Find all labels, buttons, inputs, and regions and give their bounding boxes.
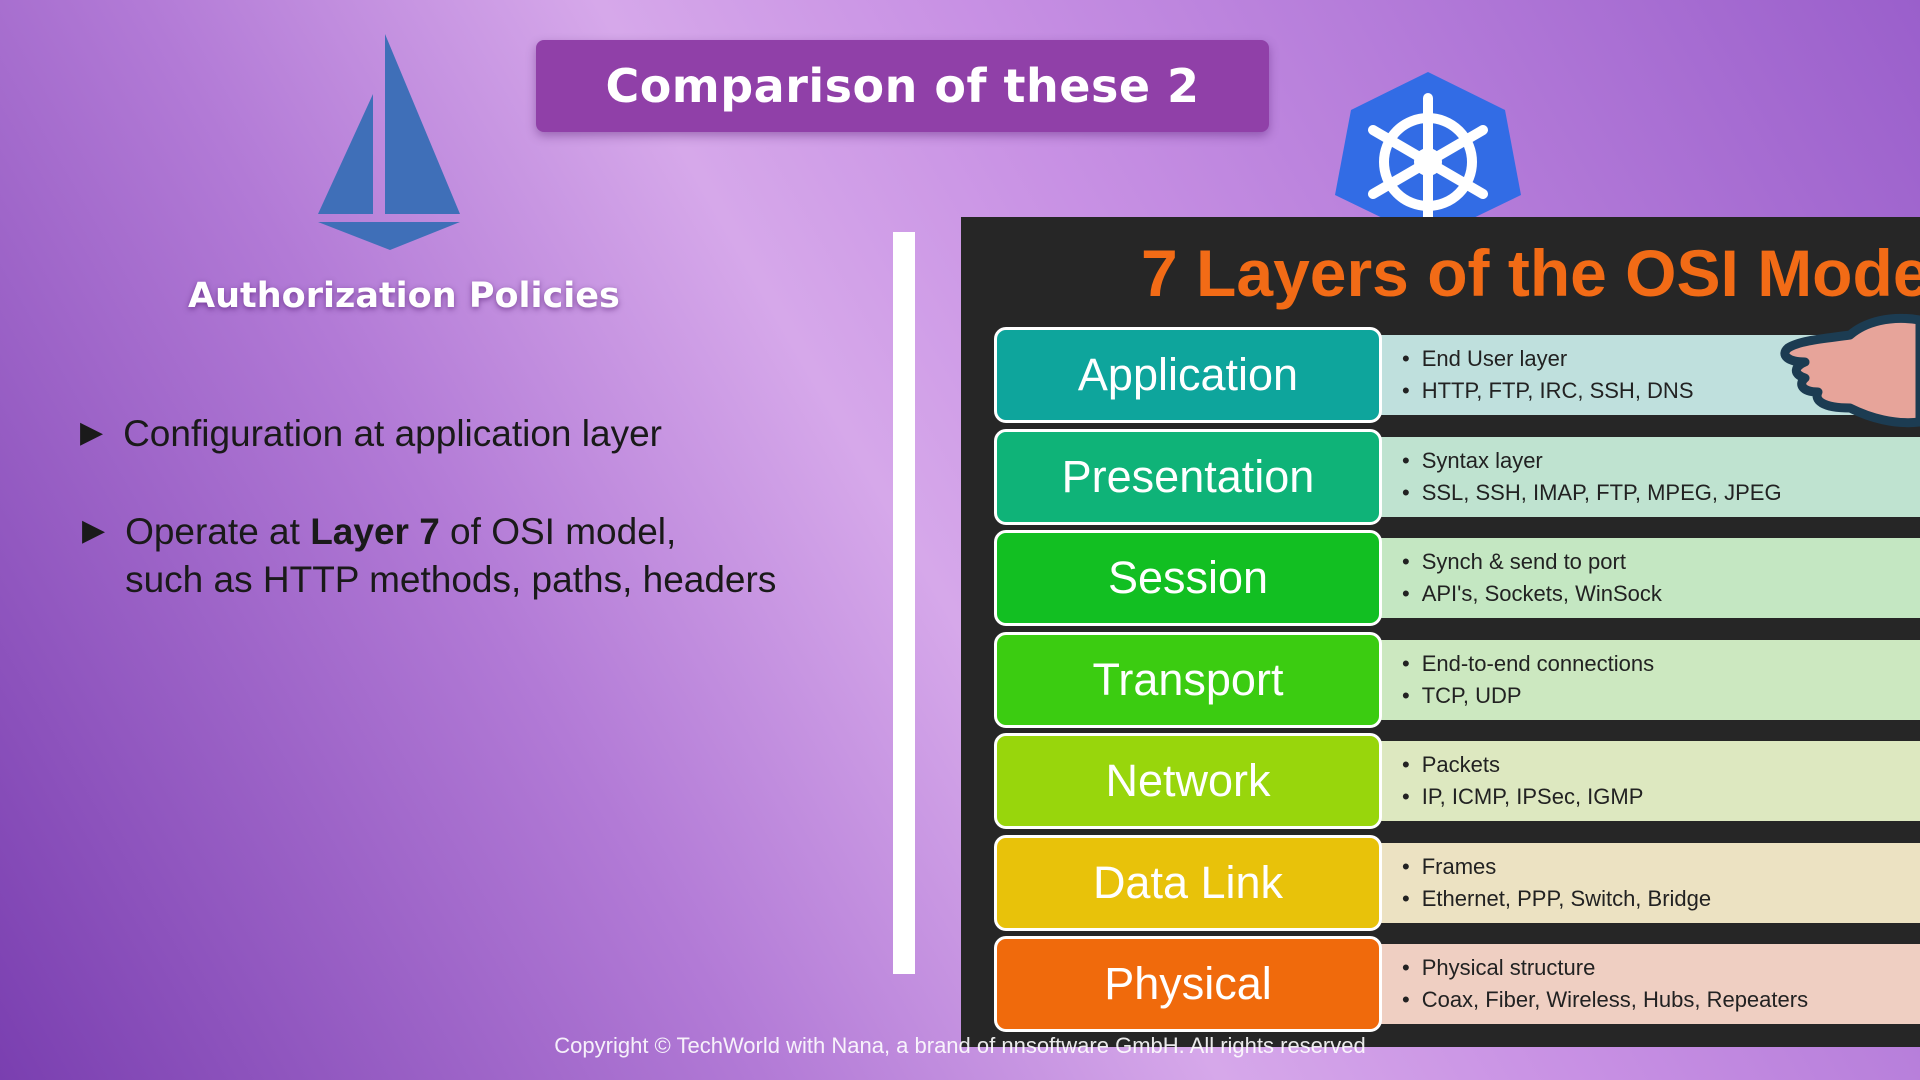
osi-layer-detail: Physical structure	[1402, 952, 1920, 984]
bullet-text-part: Operate at	[125, 511, 311, 552]
osi-layer-name: Data Link	[994, 834, 1382, 931]
vertical-divider	[893, 232, 915, 974]
title-banner: Comparison of these 2	[536, 40, 1269, 132]
osi-layer-detail: API's, Sockets, WinSock	[1402, 578, 1920, 610]
osi-layer-row: Syntax layerSSL, SSH, IMAP, FTP, MPEG, J…	[994, 428, 1920, 525]
bullet-item-1: ▶ Configuration at application layer	[80, 410, 662, 458]
osi-layer-detail: Ethernet, PPP, Switch, Bridge	[1402, 883, 1920, 915]
osi-layer-row: FramesEthernet, PPP, Switch, BridgeData …	[994, 834, 1920, 931]
osi-layer-detail: Synch & send to port	[1402, 546, 1920, 578]
osi-layer-detail: End-to-end connections	[1402, 648, 1920, 680]
osi-title: 7 Layers of the OSI Mode	[1141, 236, 1920, 310]
osi-layer-detail: Packets	[1402, 749, 1920, 781]
pointing-hand-icon	[1780, 313, 1920, 428]
osi-layer-name: Session	[994, 530, 1382, 626]
osi-layer-name: Physical	[994, 936, 1382, 1032]
auth-policies-heading: Authorization Policies	[188, 276, 620, 316]
osi-layer-detail: TCP, UDP	[1402, 680, 1920, 712]
osi-layer-description: Physical structureCoax, Fiber, Wireless,…	[1374, 944, 1920, 1024]
osi-layer-description: End-to-end connectionsTCP, UDP	[1374, 639, 1920, 720]
slide-title: Comparison of these 2	[605, 59, 1200, 113]
osi-model-panel: 7 Layers of the OSI Mode End User layerH…	[961, 217, 1920, 1047]
osi-layer-name: Transport	[994, 631, 1382, 728]
osi-layer-row: Physical structureCoax, Fiber, Wireless,…	[994, 936, 1920, 1032]
osi-layer-detail: Syntax layer	[1402, 445, 1920, 477]
bullet-text: Configuration at application layer	[123, 413, 662, 454]
osi-layer-row: Synch & send to portAPI's, Sockets, WinS…	[994, 530, 1920, 626]
osi-layer-name: Network	[994, 733, 1382, 829]
triangle-right-icon: ▶	[82, 513, 106, 548]
copyright-notice: Copyright © TechWorld with Nana, a brand…	[554, 1033, 1366, 1058]
osi-layer-name: Presentation	[994, 428, 1382, 525]
osi-layer-detail: End User layer	[1402, 343, 1920, 375]
osi-layer-detail: Coax, Fiber, Wireless, Hubs, Repeaters	[1402, 984, 1920, 1016]
istio-sail-logo-icon	[318, 34, 460, 250]
osi-layer-name: Application	[994, 327, 1382, 423]
osi-layer-detail: Frames	[1402, 851, 1920, 883]
bullet-item-2: ▶ Operate at Layer 7 of OSI model, such …	[82, 508, 776, 604]
osi-layer-detail: HTTP, FTP, IRC, SSH, DNS	[1402, 375, 1920, 407]
bullet-text-line2: such as HTTP methods, paths, headers	[125, 559, 777, 600]
osi-layer-description: Synch & send to portAPI's, Sockets, WinS…	[1374, 538, 1920, 618]
osi-layer-row: End User layerHTTP, FTP, IRC, SSH, DNS Ap…	[994, 327, 1920, 423]
kubernetes-helm-logo-icon	[1335, 72, 1521, 230]
osi-layer-description: PacketsIP, ICMP, IPSec, IGMP	[1374, 741, 1920, 821]
bullet-text: Operate at Layer 7 of OSI model, such as…	[125, 508, 776, 604]
bullet-text-bold: Layer 7	[310, 511, 440, 552]
bullet-text-part: of OSI model,	[439, 511, 677, 552]
osi-layer-description: FramesEthernet, PPP, Switch, Bridge	[1374, 842, 1920, 923]
triangle-right-icon: ▶	[80, 415, 104, 450]
osi-layer-detail: IP, ICMP, IPSec, IGMP	[1402, 781, 1920, 813]
osi-layer-description: Syntax layerSSL, SSH, IMAP, FTP, MPEG, J…	[1374, 436, 1920, 517]
osi-layer-detail: SSL, SSH, IMAP, FTP, MPEG, JPEG	[1402, 477, 1920, 509]
